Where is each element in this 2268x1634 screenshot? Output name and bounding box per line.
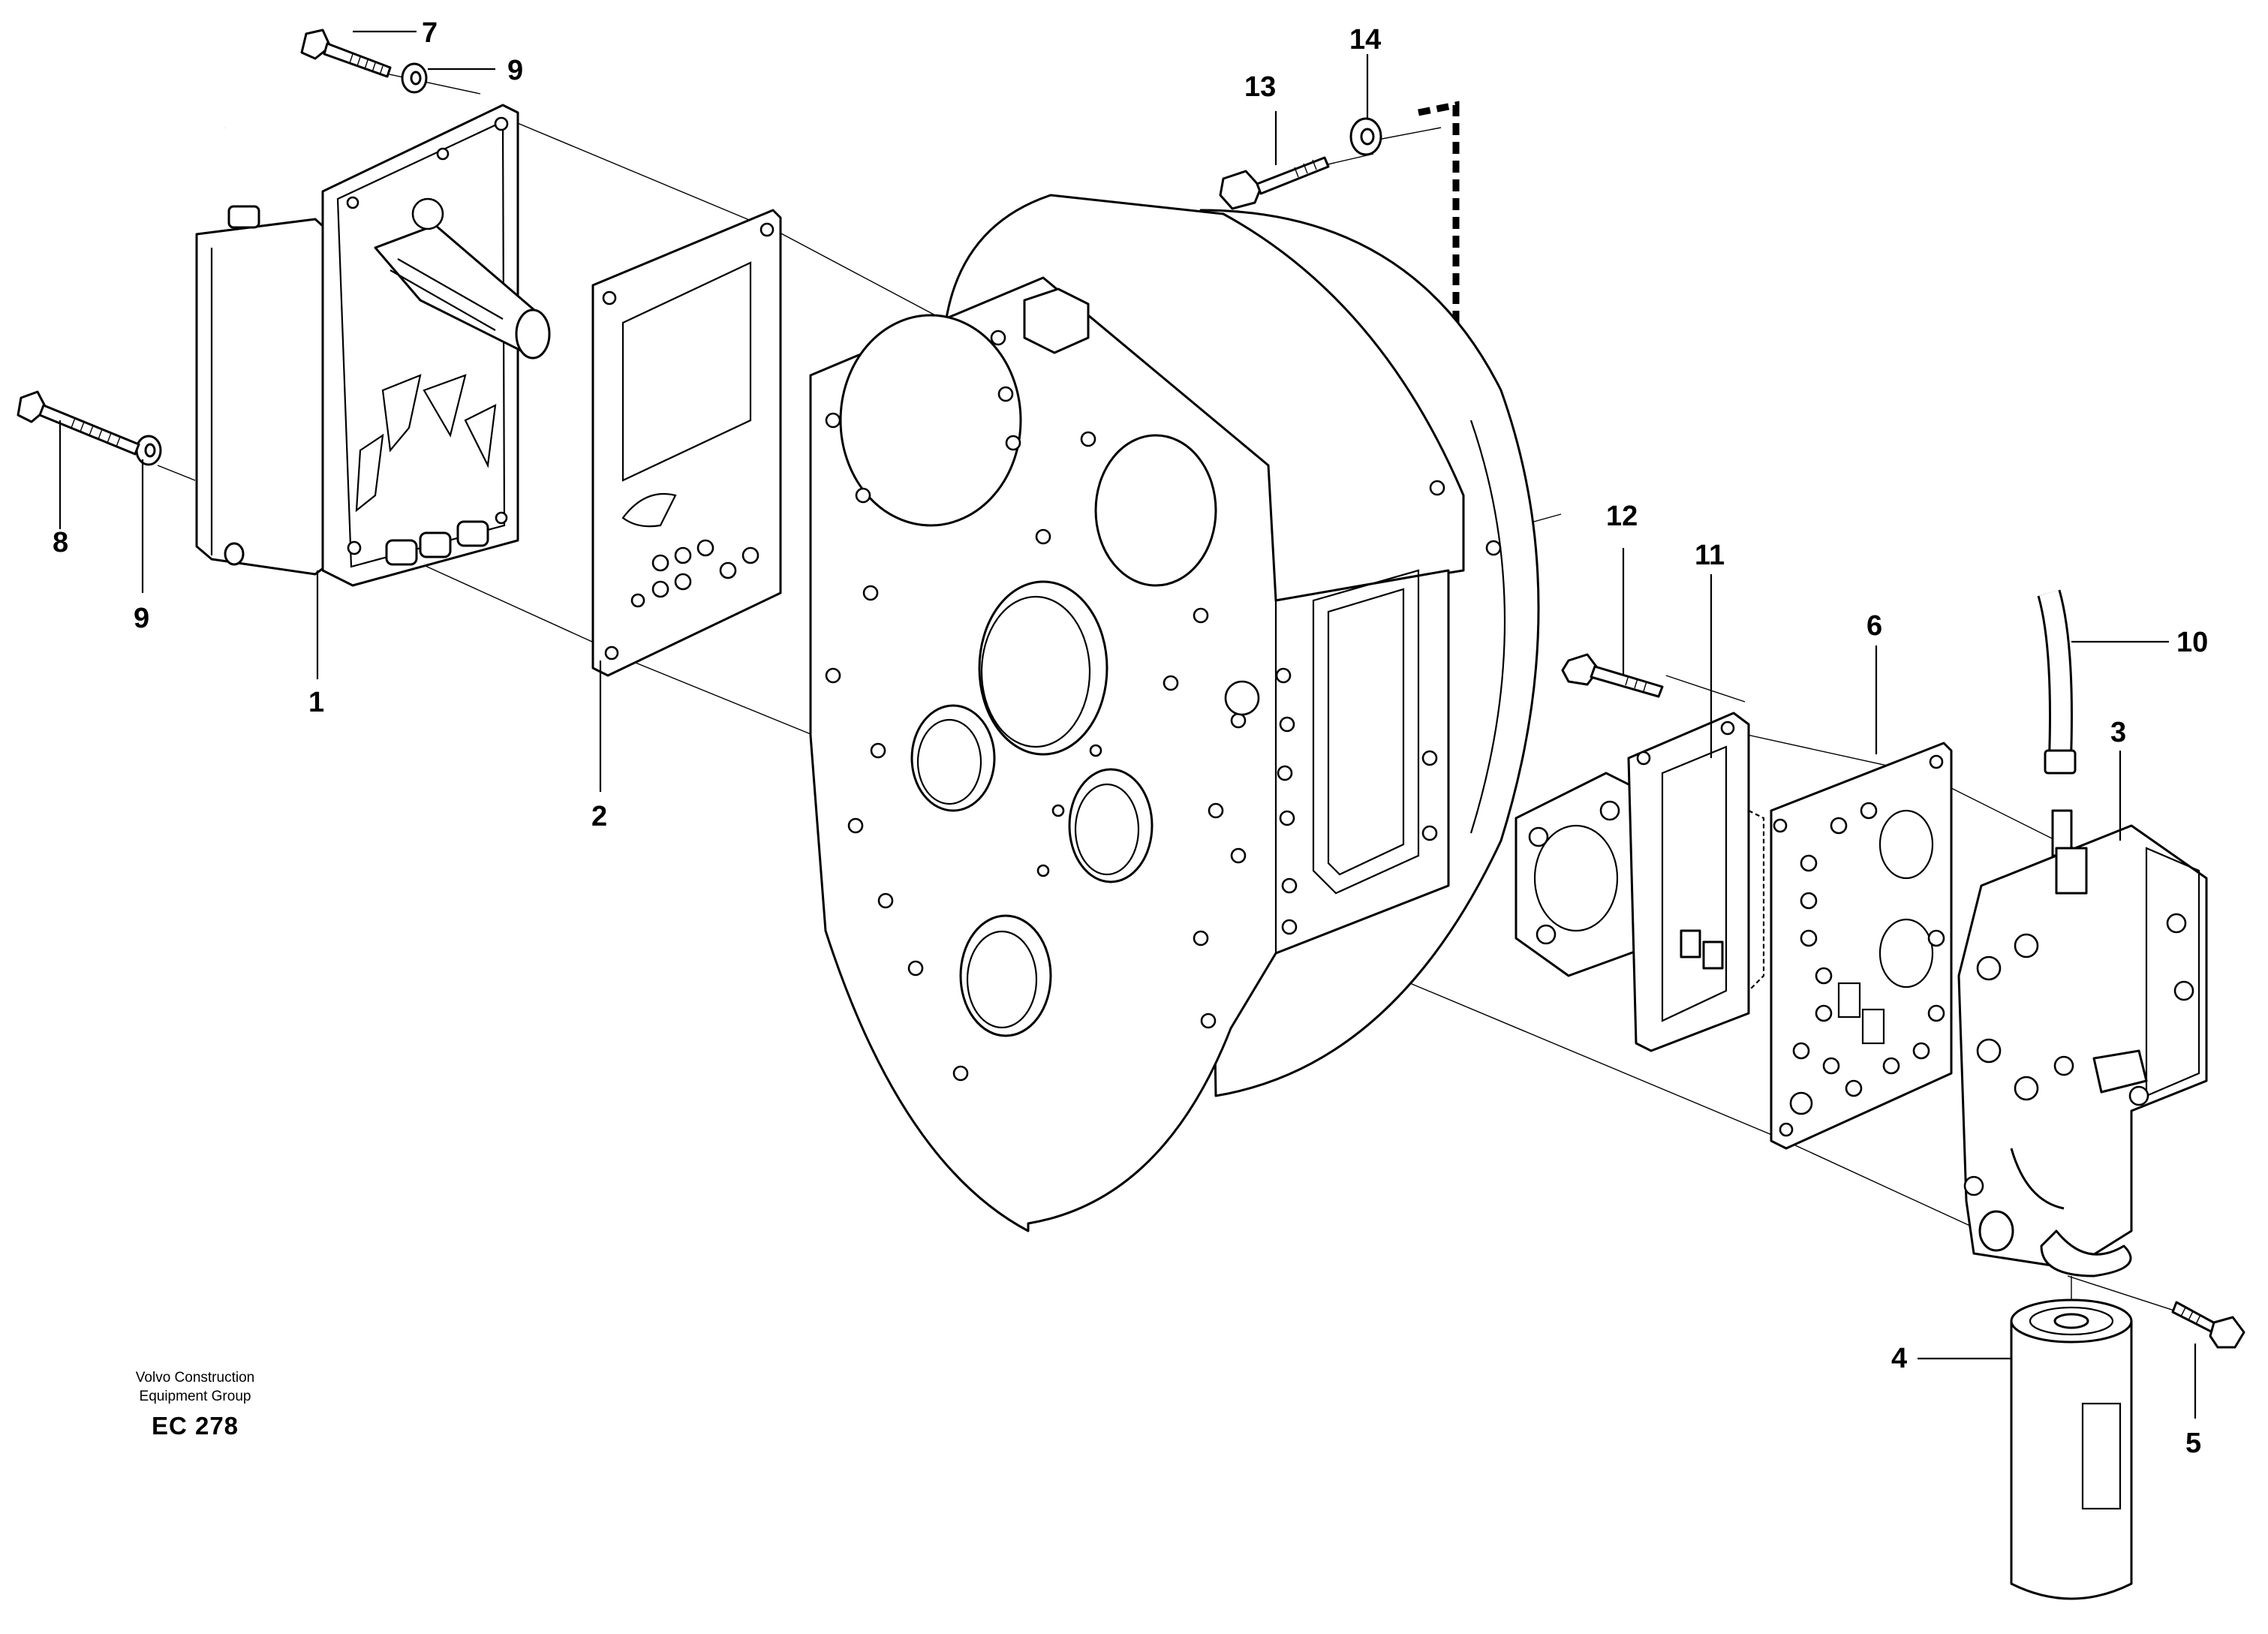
company-line-2: Equipment Group [139, 1389, 251, 1404]
gasket-6 [1770, 742, 1953, 1150]
callout-14: 14 [1349, 24, 1381, 56]
washer-9-top [401, 62, 428, 94]
bolt-8 [17, 390, 140, 456]
callout-2: 2 [591, 801, 607, 832]
callout-10: 10 [2176, 627, 2208, 658]
figure-code: EC 278 [151, 1412, 239, 1440]
bolt-7 [300, 29, 392, 78]
filter-head-3 [1957, 824, 2208, 1277]
bolt-13 [1219, 156, 1330, 210]
callout-13: 13 [1244, 71, 1276, 103]
callout-9-top: 9 [507, 55, 523, 86]
callout-5: 5 [2185, 1428, 2201, 1459]
washer-9-left [135, 435, 162, 466]
callout-1: 1 [308, 687, 324, 718]
callout-7: 7 [422, 17, 438, 49]
callout-11: 11 [1695, 540, 1725, 571]
bolt-12 [1561, 653, 1664, 698]
callout-12: 12 [1606, 501, 1638, 532]
washer-14 [1349, 117, 1382, 156]
oil-filter-4 [2010, 1298, 2133, 1600]
control-valve-1 [195, 104, 551, 587]
callout-3: 3 [2110, 717, 2126, 748]
callout-4: 4 [1891, 1343, 1907, 1374]
callout-6: 6 [1866, 610, 1882, 642]
leader-lines [59, 30, 2197, 1419]
bolt-5 [2171, 1301, 2245, 1349]
hose-10 [2037, 589, 2077, 857]
company-line-1: Volvo Construction [135, 1370, 255, 1386]
callout-9-left: 9 [134, 603, 149, 634]
pump-11 [1515, 712, 1765, 1052]
transmission-housing [809, 194, 1540, 1232]
gasket-2 [591, 209, 782, 677]
publisher-footer: Volvo Construction Equipment Group EC 27… [105, 1368, 285, 1440]
callout-labels: 7 9 8 9 1 2 13 14 12 11 6 10 3 4 5 [53, 17, 2208, 1459]
callout-8: 8 [53, 527, 68, 558]
